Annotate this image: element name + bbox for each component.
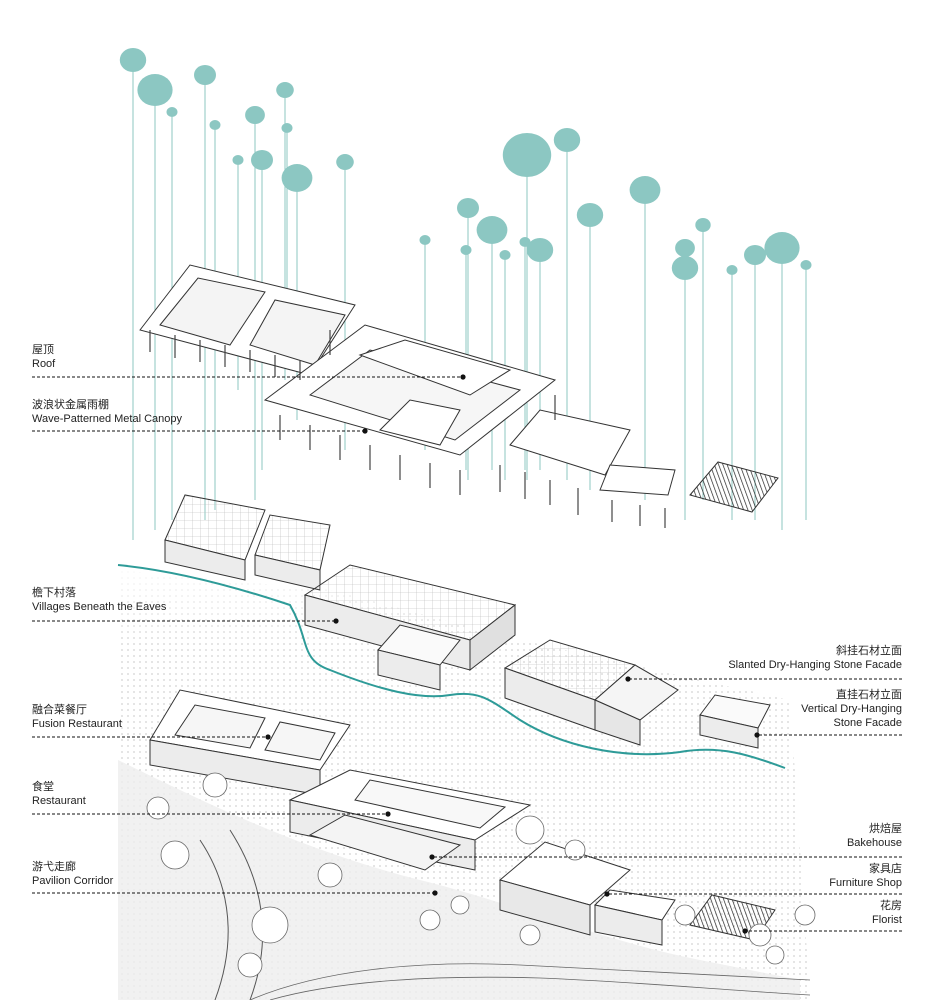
label-bakehouse-zh: 烘焙屋 [869,822,902,835]
label-restaurant: 食堂 Restaurant [32,780,86,808]
label-roof-zh: 屋顶 [32,343,54,356]
leader-dot-florist [742,928,748,934]
leader-dot-bakehouse [429,854,435,860]
tree-crown [519,237,531,247]
label-vertical-en: Vertical Dry-Hanging [801,703,902,715]
label-slanted: 斜挂石材立面 Slanted Dry-Hanging Stone Facade [728,644,902,672]
tree-crown [675,239,695,257]
label-villages-zh: 檐下村落 [32,586,76,599]
tree-crown [476,216,508,244]
leader-dot-restaurant [385,811,391,817]
tree-crown [800,260,812,270]
label-furniture-en: Furniture Shop [829,877,902,889]
tree-crown [281,123,293,133]
tree-crown [764,232,800,264]
tree-crown [336,154,354,170]
label-bakehouse-en: Bakehouse [846,837,902,849]
leader-dot-vertical [754,732,760,738]
label-corridor: 游弋走廊 Pavilion Corridor [32,860,113,888]
label-florist: 花房 Florist [872,899,902,927]
label-vertical-zh: 直挂石材立面 [836,688,902,701]
tree-crown [281,164,313,192]
tree-crown [526,238,554,262]
tree-crown [671,256,699,280]
label-canopy: 波浪状金属雨棚 Wave-Patterned Metal Canopy [32,398,182,426]
label-canopy-zh: 波浪状金属雨棚 [32,398,109,411]
tree-crown [166,107,178,117]
tree-crown [726,265,738,275]
tree-crown [457,198,479,218]
tree-crown [553,128,581,152]
label-villages: 檐下村落 Villages Beneath the Eaves [32,586,166,614]
tree-crown [251,150,273,170]
leader-dot-furniture [604,891,610,897]
tree-crown [245,106,265,124]
tree-layer [119,48,812,540]
label-restaurant-zh: 食堂 [32,780,54,793]
label-furniture-zh: 家具店 [869,862,902,875]
ground-buildings [149,689,776,946]
ground-trees [146,772,816,978]
label-fusion-en: Fusion Restaurant [32,718,122,730]
leader-dot-corridor [432,890,438,896]
tree-crown [209,120,221,130]
leader-dot-villages [333,618,339,624]
label-restaurant-en: Restaurant [32,795,86,807]
tree-crown [194,65,216,85]
label-vertical: 直挂石材立面 Vertical Dry-Hanging Stone Facade [801,688,902,730]
tree-crown [744,245,766,265]
label-slanted-zh: 斜挂石材立面 [836,644,902,657]
tree-crown [419,235,431,245]
label-bakehouse: 烘焙屋 Bakehouse [847,822,902,850]
label-slanted-en: Slanted Dry-Hanging Stone Facade [728,659,902,671]
label-corridor-en: Pavilion Corridor [32,875,114,887]
tree-crown [629,176,661,204]
tree-crown [499,250,511,260]
label-corridor-zh: 游弋走廊 [32,860,76,873]
label-florist-en: Florist [872,914,902,926]
tree-crown [502,133,552,177]
label-fusion: 融合菜餐厅 Fusion Restaurant [32,703,122,731]
tree-crown [460,245,472,255]
leader-dot-slanted [625,676,631,682]
tree-crown [576,203,604,227]
tree-crown [276,82,294,98]
buildings-layer [164,494,771,749]
label-canopy-en: Wave-Patterned Metal Canopy [32,413,182,425]
label-furniture: 家具店 Furniture Shop [829,862,902,890]
roof-layer [139,264,779,513]
label-florist-zh: 花房 [880,899,902,912]
leader-dot-fusion [265,734,271,740]
label-vertical-en2: Stone Facade [833,717,903,729]
tree-crown [119,48,147,72]
tree-crown [695,218,711,232]
label-roof-en: Roof [32,358,56,370]
leader-lines [32,374,902,934]
leader-dot-canopy [362,428,368,434]
canopy-columns [149,330,666,528]
label-fusion-zh: 融合菜餐厅 [32,703,87,716]
label-villages-en: Villages Beneath the Eaves [32,601,167,613]
label-roof: 屋顶 Roof [32,343,55,371]
tree-crown [232,155,244,165]
tree-crown [137,74,173,106]
river-line [117,564,786,769]
leader-dot-roof [460,374,466,380]
